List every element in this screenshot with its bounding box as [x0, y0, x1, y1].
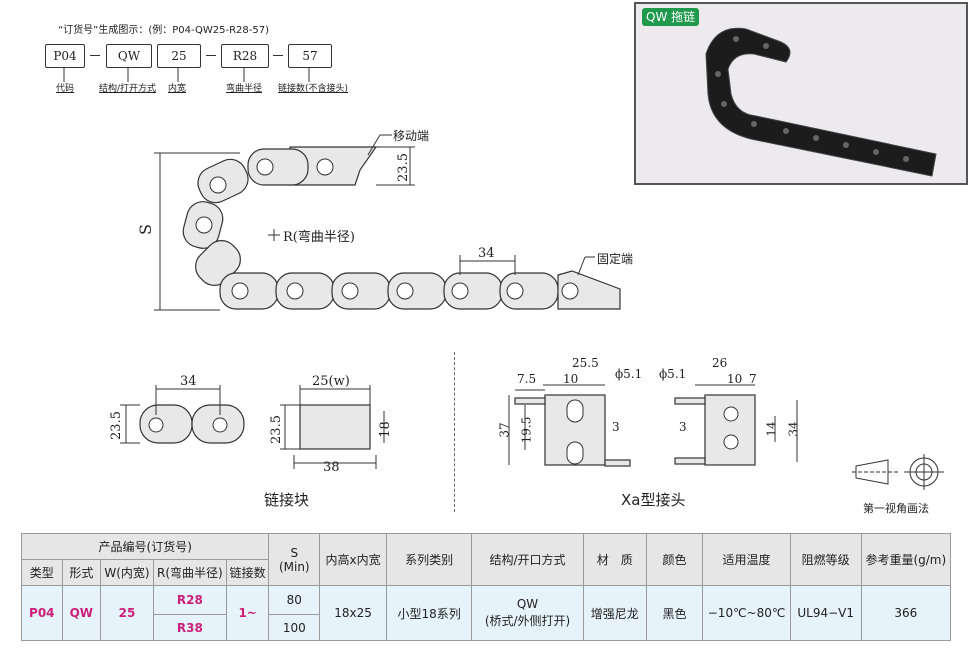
th-material: 材 质	[582, 533, 647, 586]
section-divider	[454, 352, 455, 512]
cell-radius-1: R28	[152, 585, 227, 615]
code-box-form: QW	[106, 44, 152, 68]
lb-dim-34: 34	[180, 374, 197, 389]
link-block-caption: 链接块	[264, 491, 310, 509]
lb-dim-18: 18	[377, 421, 393, 438]
cell-links: 1~	[225, 585, 270, 641]
xa-phi-right: ϕ5.1	[659, 367, 687, 381]
th-inner: 内高x内宽	[319, 533, 388, 586]
code-label-radius: 弯曲半径	[226, 84, 263, 94]
xa-dim-37: 37	[497, 422, 512, 438]
label-fixed-end: 固定端	[597, 252, 634, 266]
code-box-width: 25	[157, 44, 201, 68]
xa-dim-7-5: 7.5	[517, 372, 537, 386]
cell-structure: QW (桥式/外侧打开)	[471, 585, 584, 641]
xa-dim-3-left: 3	[612, 420, 620, 434]
product-photo-tag: QW 拖链	[642, 8, 700, 26]
projection-label: 第一视角画法	[863, 502, 929, 515]
th-links: 链接数	[225, 559, 270, 586]
cell-structure-line2: (桥式/外侧打开)	[484, 614, 571, 628]
xa-connector-caption: Xa型接头	[621, 491, 686, 509]
first-angle-projection-icon	[852, 454, 944, 490]
code-label-links: 链接数(不含接头)	[278, 84, 349, 94]
drag-chain-photo-icon	[705, 27, 937, 177]
link-block-drawing	[120, 385, 385, 469]
code-dash	[206, 55, 216, 56]
th-structure: 结构/开口方式	[471, 533, 584, 586]
th-weight: 参考重量(g/m)	[860, 533, 952, 586]
xa-dim-19-5: 19.5	[519, 416, 534, 444]
code-label-type: 代码	[56, 84, 75, 94]
cell-series: 小型18系列	[386, 585, 473, 641]
th-radius: R(弯曲半径)	[152, 559, 227, 586]
lb-dim-38: 38	[323, 460, 340, 475]
lb-dim-23-5: 23.5	[108, 411, 124, 440]
th-form: 形式	[61, 559, 102, 586]
code-box-links: 57	[288, 44, 332, 68]
cell-form: QW	[61, 585, 102, 641]
cell-weight: 366	[860, 585, 952, 641]
product-photo: QW 拖链	[634, 2, 968, 185]
cell-s-1: 80	[268, 585, 321, 615]
cell-structure-line1: QW	[516, 597, 539, 611]
cell-material: 增强尼龙	[582, 585, 647, 641]
spec-table: 产品编号(订货号) S (Min) 内高x内宽 系列类别 结构/开口方式 材 质…	[20, 533, 952, 641]
xa-dim-7: 7	[749, 372, 757, 386]
lb-dim-25w: 25(w)	[312, 374, 350, 389]
cell-flame: UL94−V1	[789, 585, 862, 641]
code-box-radius: R28	[221, 44, 269, 68]
xa-dim-14: 14	[764, 421, 779, 437]
th-temp: 适用温度	[702, 533, 791, 586]
label-moving-end: 移动端	[393, 129, 430, 143]
th-product-code: 产品编号(订货号)	[20, 533, 270, 560]
xa-dim-25-5: 25.5	[572, 356, 599, 370]
xa-dim-10-left: 10	[563, 372, 579, 386]
code-dash	[273, 55, 283, 56]
order-code-title: “订货号”生成图示：(例：P04-QW25-R28-57)	[58, 25, 269, 36]
xa-dim-26: 26	[712, 356, 728, 370]
code-label-width: 内宽	[168, 84, 187, 94]
th-flame: 阻燃等级	[789, 533, 862, 586]
dim-23-5-top: 23.5	[395, 153, 411, 182]
th-color: 颜色	[645, 533, 704, 586]
xa-dim-10-right: 10	[727, 372, 743, 386]
th-type: 类型	[21, 559, 63, 586]
dim-34-top: 34	[478, 246, 495, 261]
code-dash	[90, 55, 100, 56]
xa-dim-3-right: 3	[679, 420, 687, 434]
cell-width: 25	[100, 585, 154, 641]
cell-s-2: 100	[268, 614, 321, 641]
code-label-form: 结构/打开方式	[99, 84, 157, 94]
label-bend-radius: R(弯曲半径)	[283, 230, 355, 245]
chain-side-view	[154, 134, 621, 311]
code-leader-lines	[63, 67, 310, 82]
dim-S: S	[135, 224, 155, 235]
xa-connector-drawing	[508, 384, 798, 467]
cell-type: P04	[21, 585, 63, 641]
cell-inner: 18x25	[319, 585, 388, 641]
xa-dim-34: 34	[786, 421, 801, 437]
th-s-min: S (Min)	[268, 533, 321, 586]
th-series: 系列类别	[386, 533, 473, 586]
cell-color: 黑色	[645, 585, 704, 641]
lb-dim-23-5b: 23.5	[268, 415, 284, 444]
cell-radius-2: R38	[152, 614, 227, 641]
th-width: W(内宽)	[100, 559, 154, 586]
cell-temp: −10℃~80℃	[702, 585, 791, 641]
code-box-type: P04	[45, 44, 85, 68]
xa-phi-left: ϕ5.1	[615, 367, 643, 381]
